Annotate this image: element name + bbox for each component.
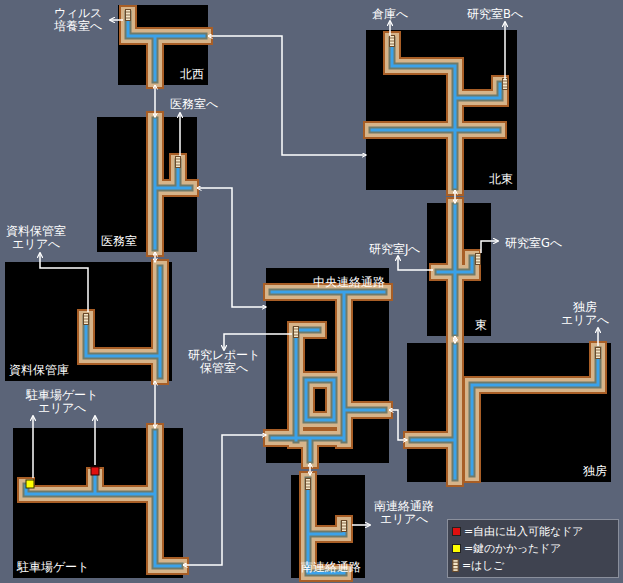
exit-label-holder: 倉庫へ [372,3,408,22]
exit-label: 独房 エリアへ [561,301,609,327]
room-name: 駐車場ゲート [17,560,89,574]
room-connector [197,188,266,307]
room-name: 北東 [489,172,513,186]
room-name-holder: 資料保管庫 [9,359,69,378]
room-connector [154,85,156,117]
room-name-holder: 北西 [180,63,204,82]
room-name-holder: 中央連絡通路 [313,271,385,290]
legend-swatch [452,527,461,536]
exit-label: 研究室Jへ [369,243,420,256]
room-connector [454,190,456,203]
map-room-panel: 中央連絡通路 [266,268,389,463]
room-connector [309,463,311,475]
map-room-panel: 北東 [366,30,517,190]
room-name: 資料保管庫 [9,363,69,377]
ladder-icon [452,559,459,572]
room-connector [454,336,456,343]
map-room-panel: 南連絡通路 [291,475,365,578]
room-name-holder: 独房 [583,460,607,479]
leader-lines [33,20,598,525]
exit-label-holder: 研究室Jへ [369,238,420,257]
ladder-icons [84,10,601,532]
legend-row: =自由に出入可能なドア [452,523,614,540]
exit-label: ウィルス 培養室へ [54,7,102,33]
exit-label-holder: 独房 エリアへ [561,301,609,328]
exit-label: 倉庫へ [372,8,408,21]
legend-text: =自由に出入可能なドア [464,525,583,538]
exit-label-holder: 駐車場ゲート エリアへ [26,389,98,416]
exit-label-holder: 研究室Gへ [505,232,562,251]
legend-row: =はしご [452,557,614,574]
room-name: 東 [475,318,487,332]
room-name: 医務室 [101,234,137,248]
room-name: 南連絡通路 [301,560,361,574]
exit-label-holder: ウィルス 培養室へ [54,7,102,34]
map-room-panel: 駐車場ゲート [13,428,183,578]
exit-label-holder: 資料保管室 エリアへ [6,225,66,252]
exit-label-holder: 研究室Bへ [467,3,523,22]
room-name-holder: 南連絡通路 [301,556,361,575]
room-connector [154,252,156,262]
room-name-holder: 北東 [489,168,513,187]
room-name-holder: 医務室 [101,230,137,249]
exit-label: 研究レポート 保管室へ [188,349,260,375]
legend-row: =鍵のかかったドア [452,540,614,557]
red-door [91,467,99,475]
room-name: 中央連絡通路 [313,275,385,289]
legend-box: =自由に出入可能なドア =鍵のかかったドア =はしご [447,519,619,578]
room-name: 独房 [583,464,607,478]
map-room-panel: 資料保管庫 [5,262,172,381]
exit-label-holder: 研究レポート 保管室へ [188,349,260,376]
legend-swatch [452,544,461,553]
map-room-panel: 北西 [118,5,208,85]
room-connector [154,381,156,428]
yellow-door [26,480,34,488]
exit-label: 研究室Bへ [467,8,523,21]
exit-label: 資料保管室 エリアへ [6,225,66,251]
room-connector [208,36,366,155]
map-room-panel: 独房 [407,343,611,482]
room-connector [183,435,266,565]
exit-label-holder: 南連絡通路 エリアへ [374,500,434,527]
exit-label: 駐車場ゲート エリアへ [26,389,98,415]
map-room-panel: 東 [427,203,491,336]
map-room-panel: 医務室 [97,117,197,252]
room-connector [389,410,407,440]
exit-label: 医務室へ [170,98,218,111]
room-name-holder: 東 [475,314,487,333]
legend-text: =鍵のかかったドア [464,542,561,555]
room-name-holder: 駐車場ゲート [17,556,89,575]
exit-label: 南連絡通路 エリアへ [374,500,434,526]
exit-label: 研究室Gへ [505,237,562,250]
room-name: 北西 [180,67,204,81]
legend-text: =はしご [462,559,504,572]
exit-label-holder: 医務室へ [170,93,218,112]
